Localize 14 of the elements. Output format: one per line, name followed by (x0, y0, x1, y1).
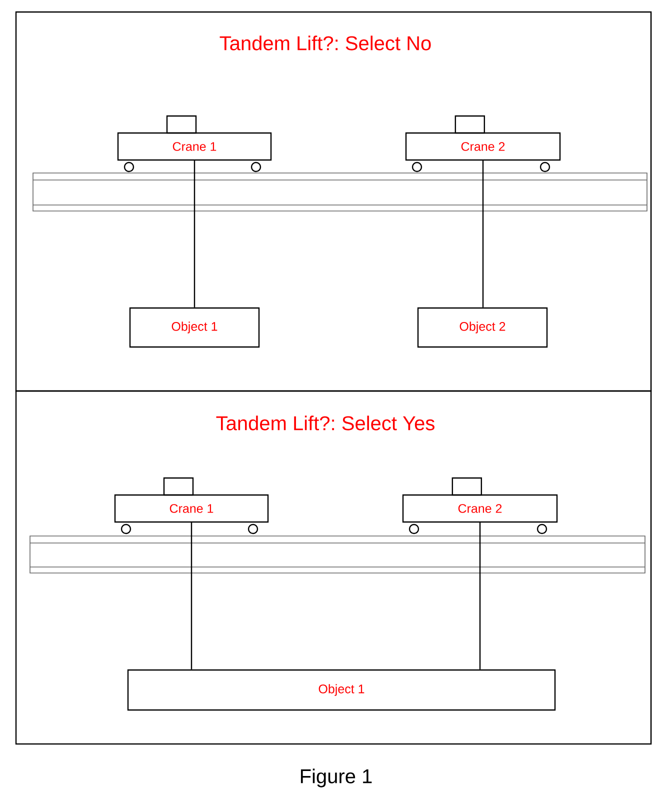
panel-title: Tandem Lift?: Select No (220, 36, 431, 50)
crane-trolley: Crane 2 (405, 115, 561, 172)
hoist-cable (479, 522, 481, 670)
hoist-cable (190, 522, 192, 670)
figure-caption: Figure 1 (300, 768, 372, 788)
panel-title: Tandem Lift?: Select Yes (216, 416, 434, 430)
hoist-cable (482, 160, 484, 308)
object-box: Object 1 (129, 307, 260, 348)
object-box: Object 2 (417, 307, 548, 348)
crane-trolley: Crane 1 (114, 477, 269, 534)
crane-trolley: Crane 1 (117, 115, 272, 172)
crane-trolley: Crane 2 (402, 477, 558, 534)
object-box: Object 1 (127, 669, 556, 711)
hoist-cable (194, 160, 196, 308)
